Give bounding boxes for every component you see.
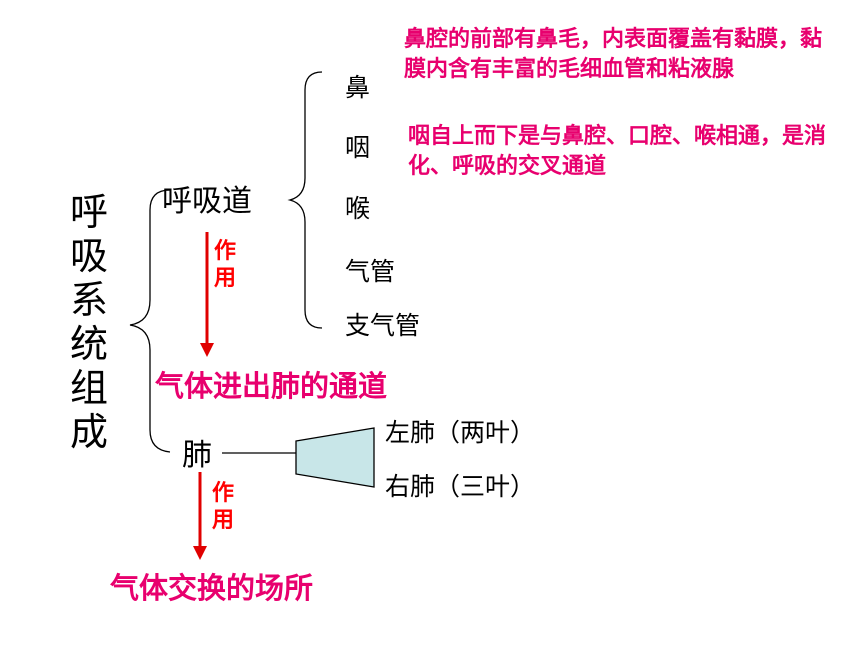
lung-function-text: 气体交换的场所 (110, 571, 314, 605)
respiratory-tract-label: 呼吸道 (162, 184, 252, 219)
tract-function-text: 气体进出肺的通道 (155, 369, 388, 403)
lung-parts-box (295, 427, 375, 488)
note-pharynx: 咽自上而下是与鼻腔、口腔、喉相通，是消化、呼吸的交叉通道 (408, 124, 827, 179)
part-larynx: 喉 (345, 194, 371, 223)
lung-function-arrow-head (193, 546, 207, 560)
right-lung: 右肺（三叶） (385, 472, 536, 501)
lung-label: 肺 (182, 438, 212, 473)
note-nose: 鼻腔的前部有鼻毛，内表面覆盖有黏膜，黏膜内含有丰富的毛细血管和粘液腺 (404, 27, 823, 82)
system-bracket (129, 189, 171, 453)
system-title: 呼 吸 系 统 组 成 (70, 190, 108, 454)
left-lung: 左肺（两叶） (385, 418, 536, 447)
part-nose: 鼻 (345, 73, 371, 102)
part-bronchi: 支气管 (345, 311, 421, 340)
function-char: 作 (212, 481, 235, 506)
tract-function-label: 作 用 (214, 238, 236, 292)
function-char: 作 (214, 239, 237, 264)
title-char: 组 (70, 366, 109, 410)
title-char: 呼 (70, 190, 109, 234)
tract-function-arrow-head (200, 343, 214, 357)
function-char: 用 (212, 508, 235, 533)
tract-bracket (287, 71, 323, 329)
function-char: 用 (214, 266, 237, 291)
part-trachea: 气管 (345, 257, 396, 286)
lung-function-label: 作 用 (212, 480, 234, 534)
part-pharynx: 咽 (345, 133, 371, 162)
title-char: 统 (70, 322, 109, 366)
title-char: 吸 (70, 234, 109, 278)
title-char: 成 (70, 410, 109, 454)
title-char: 系 (70, 278, 109, 322)
